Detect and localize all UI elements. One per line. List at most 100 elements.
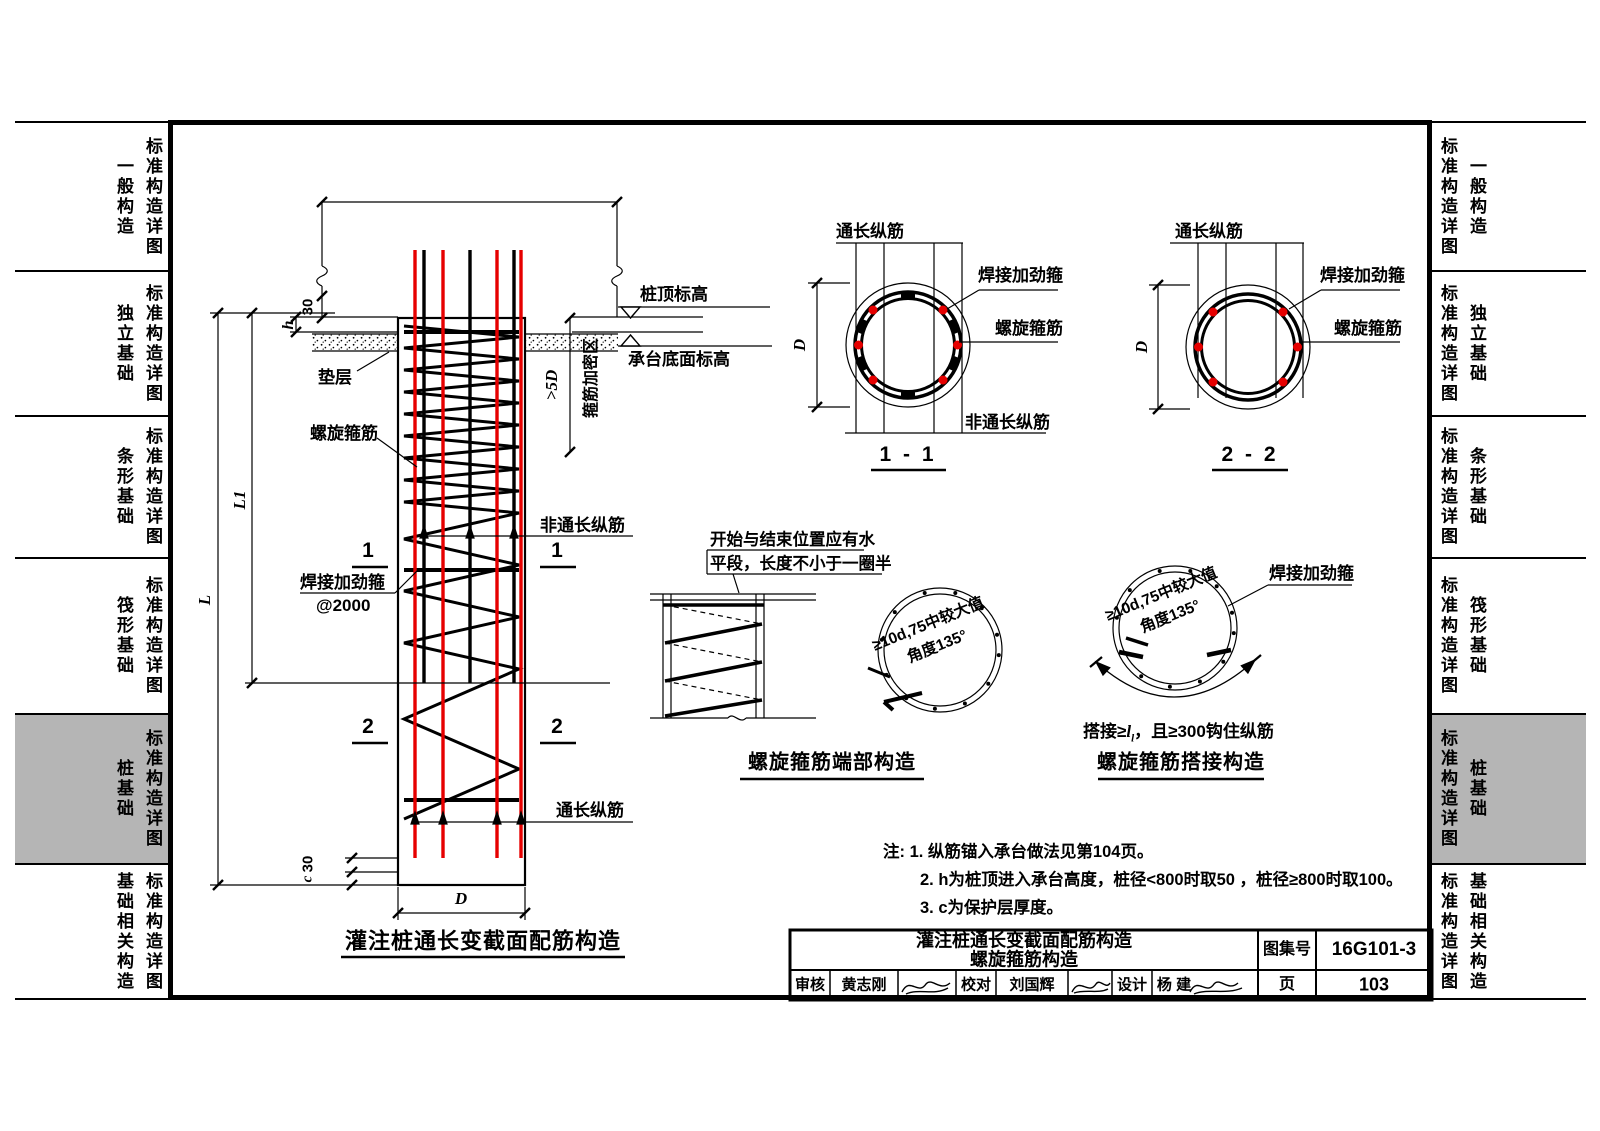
sidebar-detail-label: 标准构造详图 [143,576,162,696]
titleblock-title-line1: 灌注桩通长变截面配筋构造 [916,930,1132,951]
non-through-bar-ticks [857,293,959,397]
sidebar-detail-label: 标准构造详图 [143,427,162,547]
sidebar-item-pile[interactable]: 桩基础 标准构造详图 [15,713,168,863]
section-mark-1-right: 1 [551,538,563,562]
titleblock-title-line2: 螺旋箍筋构造 [970,949,1078,970]
lap-detail-title: 螺旋箍筋搭接构造 [1097,751,1265,774]
atlas-number-label: 图集号 [1262,940,1312,958]
sidebar-item-strip[interactable]: 条形基础 标准构造详图 [15,415,168,557]
sidebar-item-label: 桩基础 [1467,759,1486,819]
cushion-label: 垫层 [318,368,352,387]
section-1-1-title: 1 - 1 [879,442,937,466]
sidebar-detail-label: 标准构造详图 [1438,729,1457,849]
s11-non-through-label: 非通长纵筋 [965,413,1050,432]
weld-hoop-spacing-label: @2000 [316,596,371,615]
sidebar-item-strip[interactable]: 标准构造详图 条形基础 [1432,415,1586,557]
s11-dim-d: D [790,338,810,352]
end-detail-title: 螺旋箍筋端部构造 [748,751,916,774]
cap-bottom-level-label: 承台底面标高 [628,350,730,369]
s11-weld-hoop-label: 焊接加劲箍 [978,266,1063,285]
note-line-3: 3. c为保护层厚度。 [920,899,1064,917]
dim-c: c [299,875,316,883]
sidebar-item-label: 筏形基础 [114,596,133,676]
page-number: 103 [1358,974,1390,995]
lap-note-post: ，且≥300钩住纵筋 [1134,722,1274,741]
lap-note-l: l [1126,722,1132,741]
spiral-stirrup-label: 螺旋箍筋 [310,424,378,443]
spiral-lap-detail-drawing [1089,565,1352,781]
through-bar-dots [854,305,962,385]
s11-spiral-label: 螺旋箍筋 [995,319,1063,338]
sidebar-item-general[interactable]: 标准构造详图 一般构造 [1432,121,1586,270]
s11-through-bar-label: 通长纵筋 [836,222,904,241]
sidebar-detail-label: 标准构造详图 [1438,427,1457,547]
signature-scribbles [901,981,1243,995]
approver-name: 黄志刚 [841,976,887,994]
sidebar-item-label: 桩基础 [114,759,133,819]
note-line-1: 注: 1. 纵筋锚入承台做法见第104页。 [883,843,1154,861]
dim-l1: L1 [230,490,250,510]
sidebar-item-label: 筏形基础 [1467,596,1486,676]
dim-30-top: 30 [299,298,317,316]
sidebar-detail-label: 标准构造详图 [143,729,162,849]
section-mark-2-left: 2 [362,714,374,738]
sidebar-detail-label: 标准构造详图 [143,136,162,257]
section-mark-2-right: 2 [551,714,563,738]
through-bars-red [413,250,523,858]
through-bar-dots [1194,307,1302,387]
lap-note-pre: 搭接≥ [1083,722,1127,741]
sidebar-item-label: 独立基础 [1467,303,1486,384]
sidebar-item-label: 一般构造 [1467,156,1486,237]
sidebar-detail-label: 标准构造详图 [1438,871,1457,992]
section-mark-1-left: 1 [362,538,374,562]
sidebar-detail-label: 标准构造详图 [1438,283,1457,404]
page-label: 页 [1278,975,1296,993]
sidebar-item-related[interactable]: 标准构造详图 基础相关构造 [1432,863,1586,1000]
sidebar-item-label: 独立基础 [114,303,133,384]
sidebar-item-label: 基础相关构造 [1467,871,1486,992]
drawing-frame [168,120,1432,1000]
title-block-grid [788,928,1434,1002]
sidebar-item-independent[interactable]: 独立基础 标准构造详图 [15,270,168,415]
sidebar-item-general[interactable]: 一般构造 标准构造详图 [15,121,168,270]
designer-name: 杨 建 [1156,976,1192,994]
designer-role: 设计 [1116,976,1148,994]
lap-note-sub: l [1131,732,1135,745]
dim-d-bottom: D [454,889,468,909]
sidebar-item-label: 条形基础 [1467,447,1486,527]
sidebar-item-independent[interactable]: 标准构造详图 独立基础 [1432,270,1586,415]
elevation-title: 灌注桩通长变截面配筋构造 [344,928,622,954]
sidebar-item-label: 条形基础 [114,447,133,527]
spiral-end-detail-drawing [650,549,1003,781]
section-1-1-drawing [808,242,1058,472]
weld-hoop-label: 焊接加劲箍 [300,573,385,592]
sidebar-item-pile[interactable]: 标准构造详图 桩基础 [1432,713,1586,863]
lap-weld-hoop-label: 焊接加劲箍 [1269,564,1354,583]
sidebar-detail-label: 标准构造详图 [1438,136,1457,257]
sidebar-item-raft[interactable]: 筏形基础 标准构造详图 [15,557,168,713]
section-2-2-drawing [1149,242,1400,472]
section-2-2-title: 2 - 2 [1221,442,1279,466]
non-through-bar-label: 非通长纵筋 [540,516,625,535]
sidebar-item-label: 基础相关构造 [114,871,133,992]
pile-top-level-label: 桩顶标高 [640,285,708,304]
dim-l: L [195,594,215,606]
lap-length-note: 搭接≥ll，且≥300钩住纵筋 [1083,722,1274,745]
approver-role: 审核 [794,976,826,994]
atlas-number-value: 16G101-3 [1331,939,1417,961]
s22-weld-hoop-label: 焊接加劲箍 [1320,266,1405,285]
dim-30-bottom: 30 [299,855,317,873]
end-note-line1: 开始与结束位置应有水 [710,531,875,549]
dim-5d: >5D [542,369,562,401]
densify-zone-label: 箍筋加密区 [582,337,600,419]
dim-h: h [279,320,297,330]
s22-dim-d: D [1132,340,1152,354]
sidebar-detail-label: 标准构造详图 [143,871,162,992]
sidebar-item-label: 一般构造 [114,156,133,237]
sidebar-item-related[interactable]: 基础相关构造 标准构造详图 [15,863,168,1000]
sidebar-detail-label: 标准构造详图 [143,283,162,404]
pile-elevation-drawing [210,196,772,959]
sidebar-item-raft[interactable]: 标准构造详图 筏形基础 [1432,557,1586,713]
